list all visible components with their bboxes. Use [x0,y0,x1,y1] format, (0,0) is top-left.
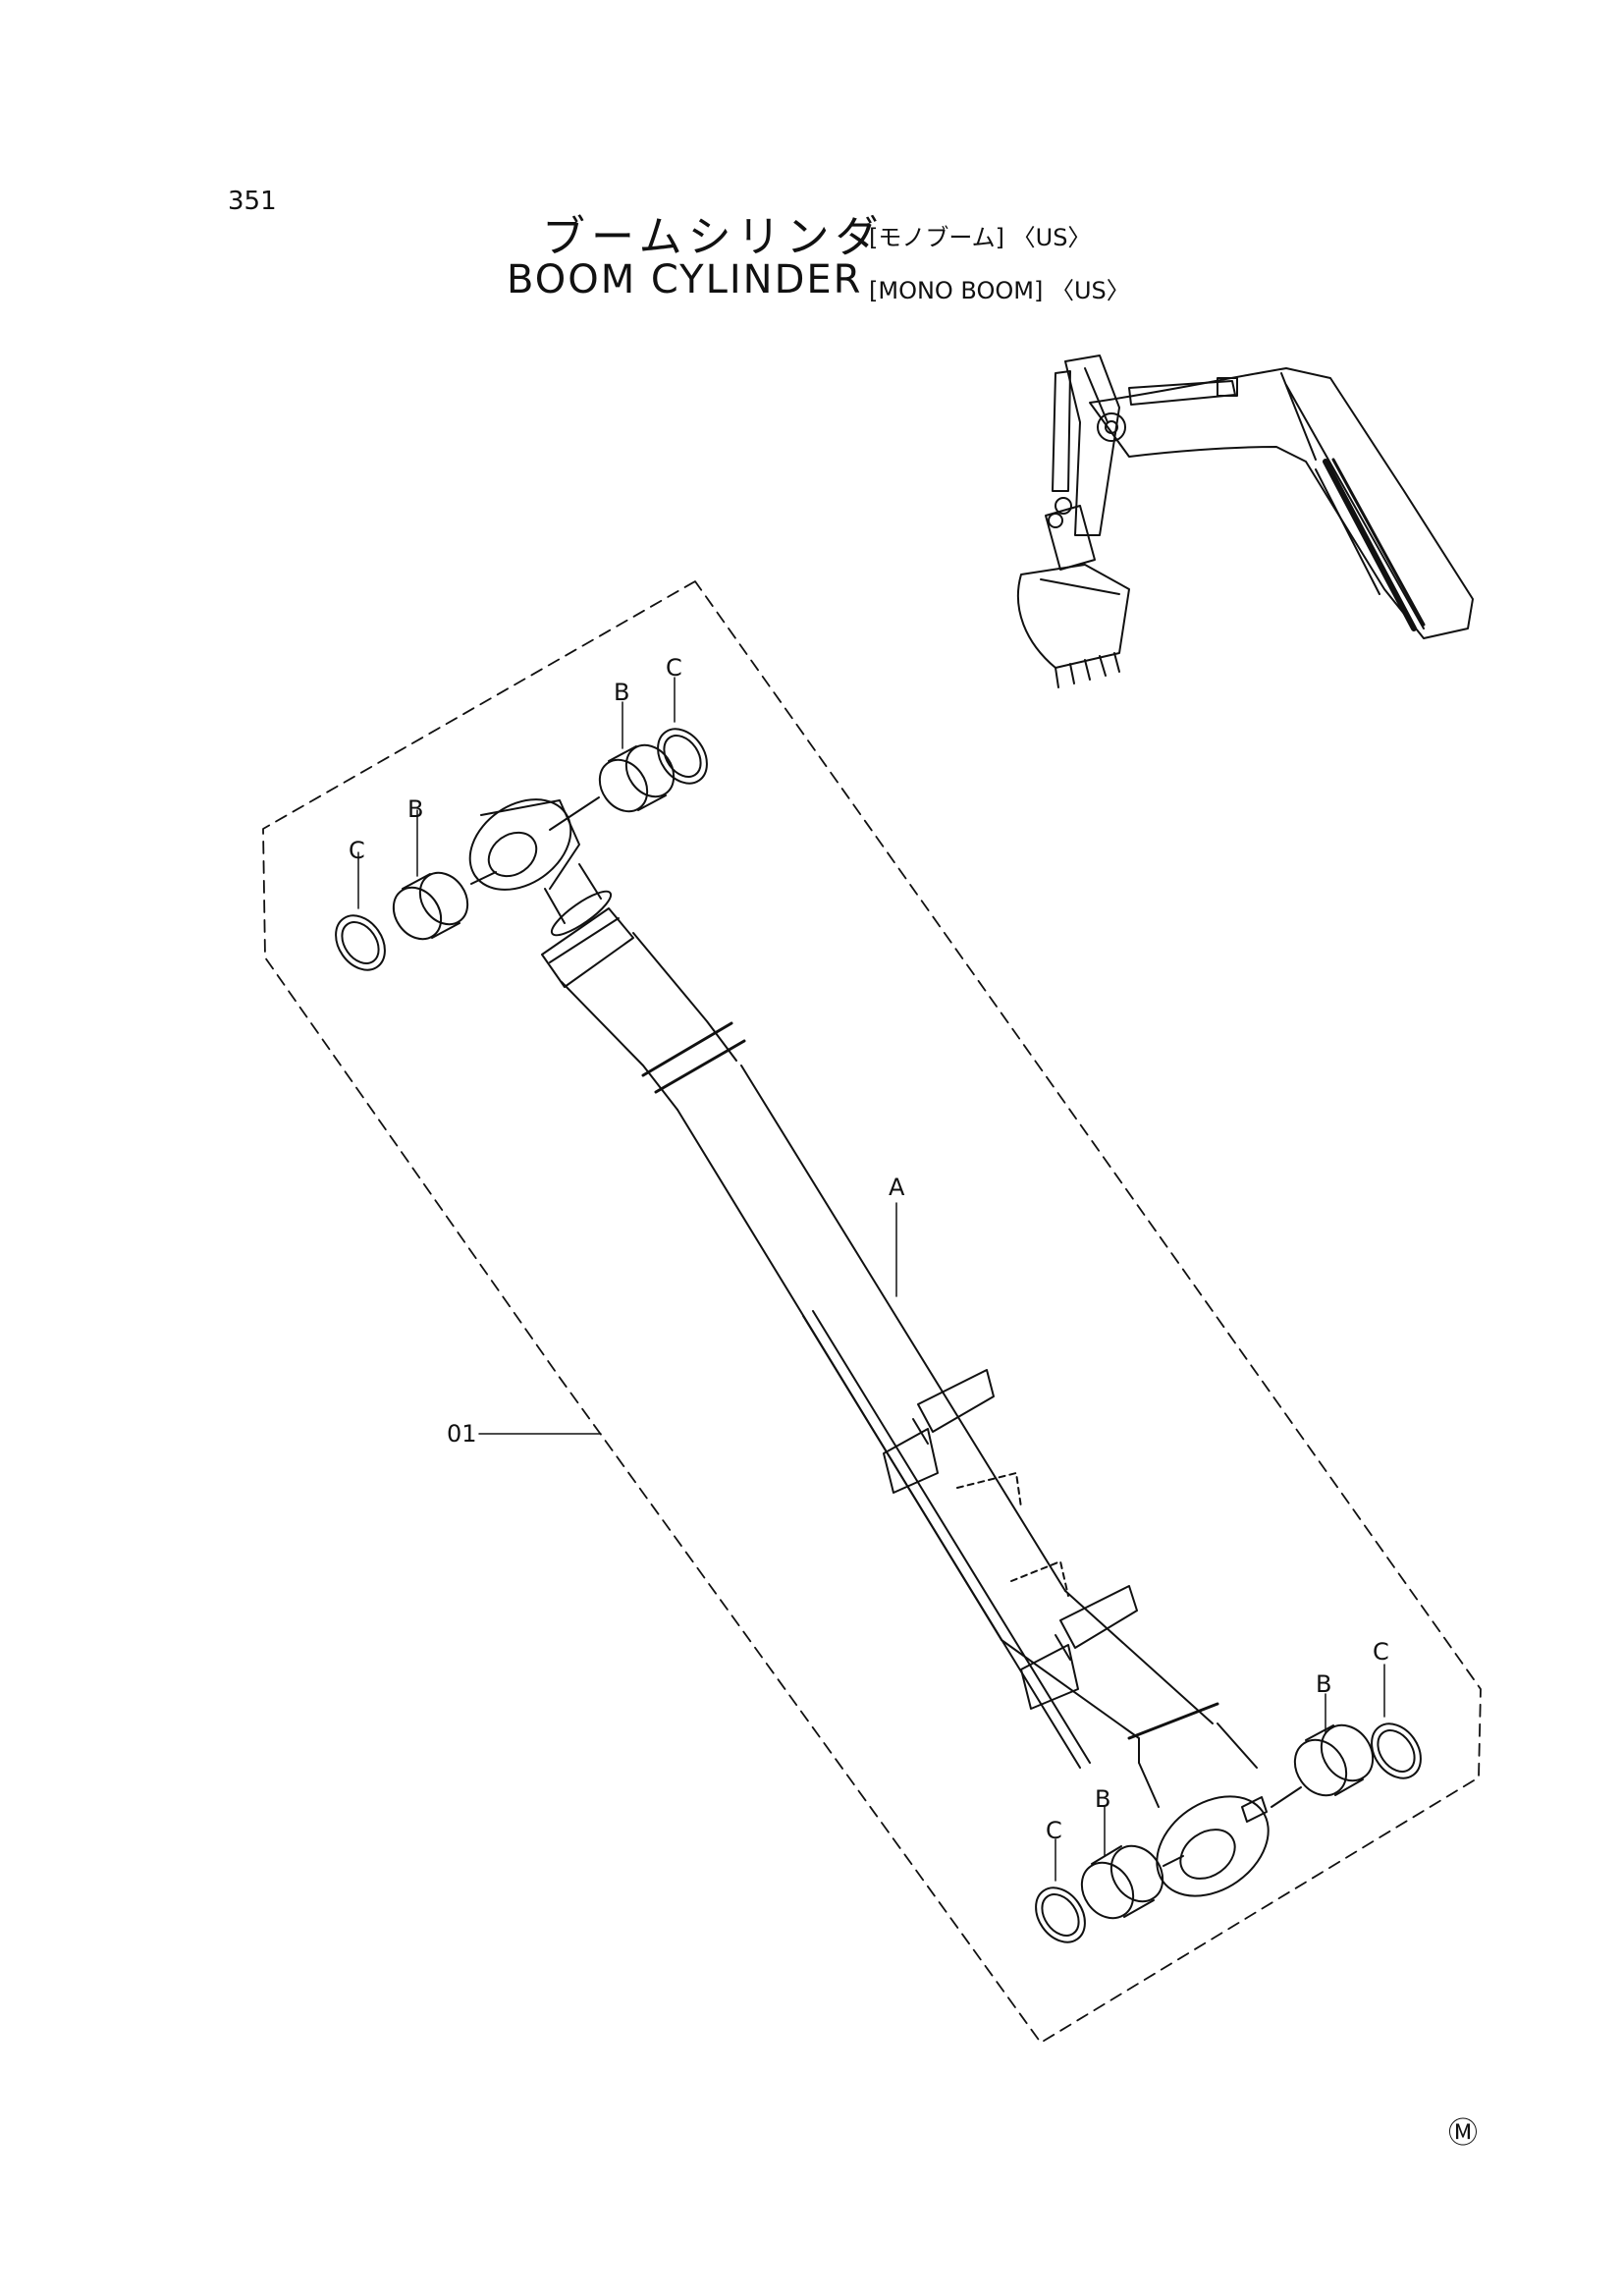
bottom-right-bushing-seal [1271,1664,1422,1808]
title-english-qualifier: [MONO BOOM] 〈US〉 [869,277,1130,304]
page-number: 351 [228,187,277,216]
boom-cylinder [468,798,1270,1897]
callout-C-top-right: C [666,654,682,682]
callout-C-top-left: C [349,837,365,864]
title-japanese: ブームシリンダ [542,212,885,262]
top-right-bushing-seal [549,677,708,831]
callout-C-bottom-left: C [1046,1817,1062,1844]
callout-B-top-left: B [407,795,423,823]
bottom-left-bushing-seal [1035,1806,1184,1943]
m-mark: Ⓜ [1448,2116,1478,2151]
callout-B-bottom-left: B [1095,1785,1110,1813]
top-left-bushing-seal [335,809,497,971]
excavator-locator-illustration [1016,355,1474,688]
callout-01: 01 [447,1420,477,1448]
callout-B-bottom-right: B [1316,1670,1331,1698]
assembly-boundary [262,580,1482,2044]
title-english: BOOM CYLINDER [507,257,863,302]
callout-A: A [889,1174,905,1201]
callout-B-top-right: B [614,679,629,706]
callout-C-bottom-right: C [1373,1638,1389,1666]
title-japanese-qualifier: [モノブーム] 〈US〉 [869,224,1092,251]
